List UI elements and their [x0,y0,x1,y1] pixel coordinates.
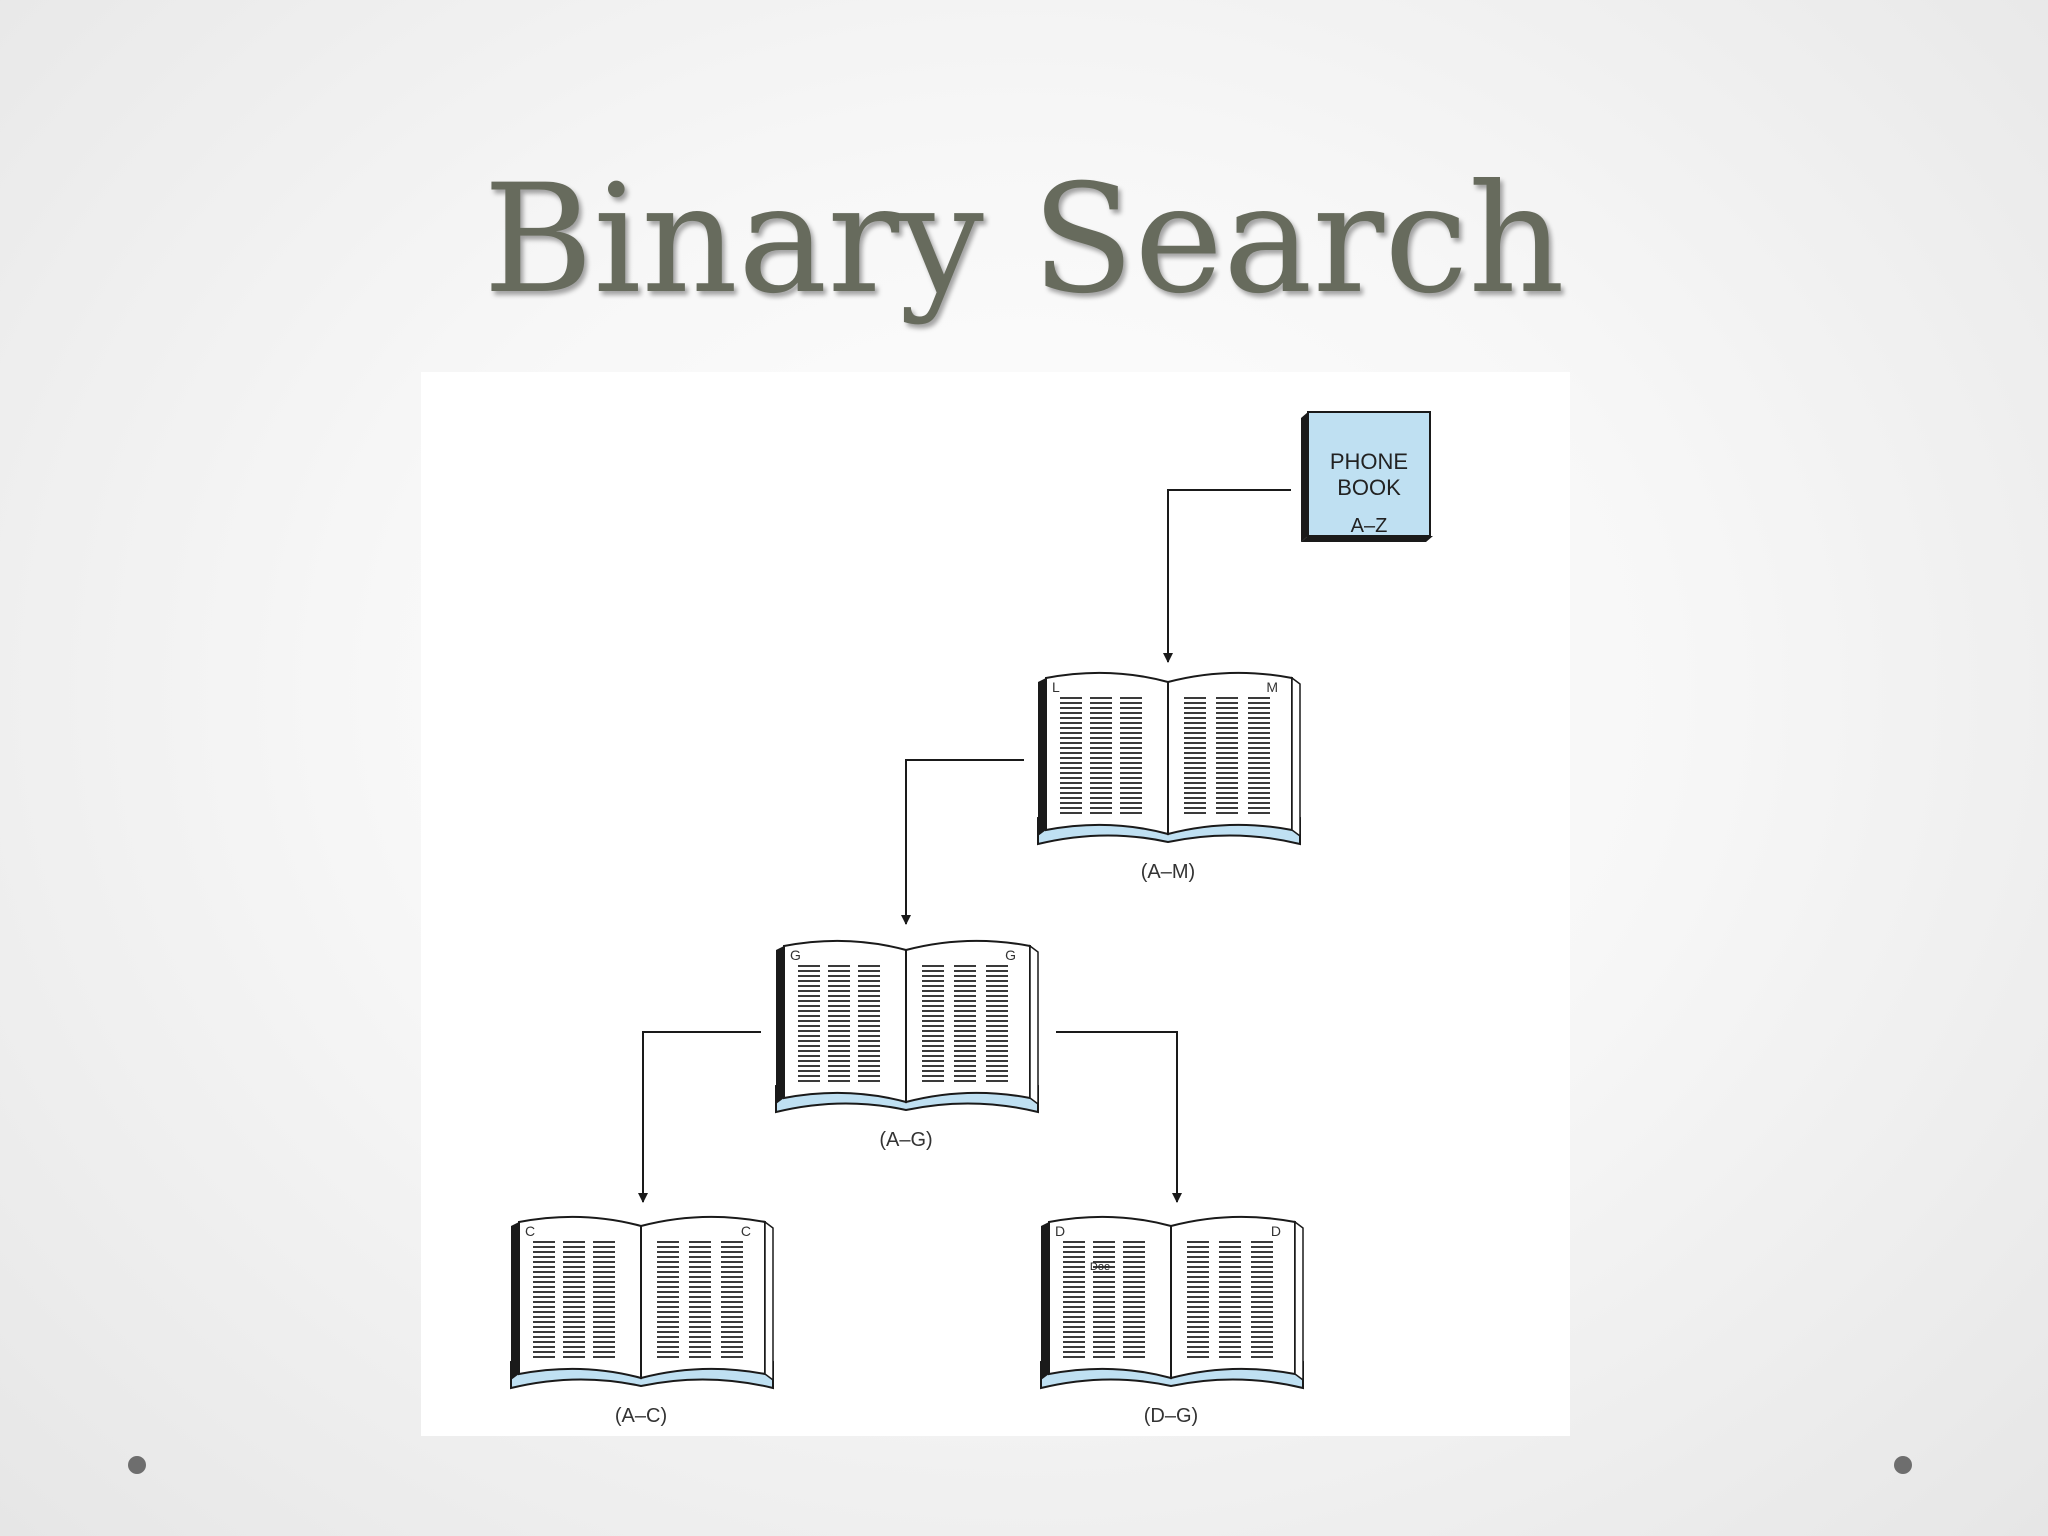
open-book-a-c: C C (A–C) [510,1215,774,1427]
book-caption-a-m: (A–M) [1141,861,1195,883]
phone-book-label-line2: BOOK [1337,475,1401,500]
book-artwork [1037,671,1301,846]
book-tab-right: D [1271,1223,1281,1239]
book-tab-left: D [1055,1223,1065,1239]
book-spine-shadow [776,946,784,1104]
book-tab-right: G [1005,947,1016,963]
book-artwork [1040,1215,1304,1390]
open-book-a-g: G G (A–G) [775,939,1039,1151]
slide-title: Binary Search [483,153,1565,327]
book-tab-left: G [790,947,801,963]
book-tab-left: L [1052,679,1060,695]
open-book-d-g: D D Doe (D–G) [1040,1215,1304,1427]
slide-bullet-right [1894,1456,1912,1474]
book-right-edge [1291,676,1301,838]
slide-bullet-left [128,1456,146,1474]
book-spine-shadow [1041,1222,1049,1380]
phone-book-label-line1: PHONE [1330,449,1408,474]
book-highlight-entry: Doe [1090,1261,1110,1273]
book-caption-a-c: (A–C) [615,1405,667,1427]
phone-book: PHONE BOOK A–Z [1301,411,1433,542]
open-book-a-m: L M (A–M) [1037,671,1301,883]
book-artwork [510,1215,774,1390]
book-caption-a-g: (A–G) [879,1129,932,1151]
book-right-edge [1294,1220,1304,1382]
connector-lines [638,489,1291,1203]
book-spine-shadow [511,1222,519,1380]
book-tab-left: C [525,1223,535,1239]
phone-book-range: A–Z [1351,515,1388,537]
binary-search-diagram: PHONE BOOK A–Z L M (A–M) G G (A–G) C C (… [421,372,1570,1436]
book-right-edge [1029,944,1039,1106]
book-tab-right: C [741,1223,751,1239]
book-right-edge [764,1220,774,1382]
book-tab-right: M [1266,679,1278,695]
book-artwork [775,939,1039,1114]
book-spine-shadow [1038,678,1046,836]
book-caption-d-g: (D–G) [1144,1405,1198,1427]
